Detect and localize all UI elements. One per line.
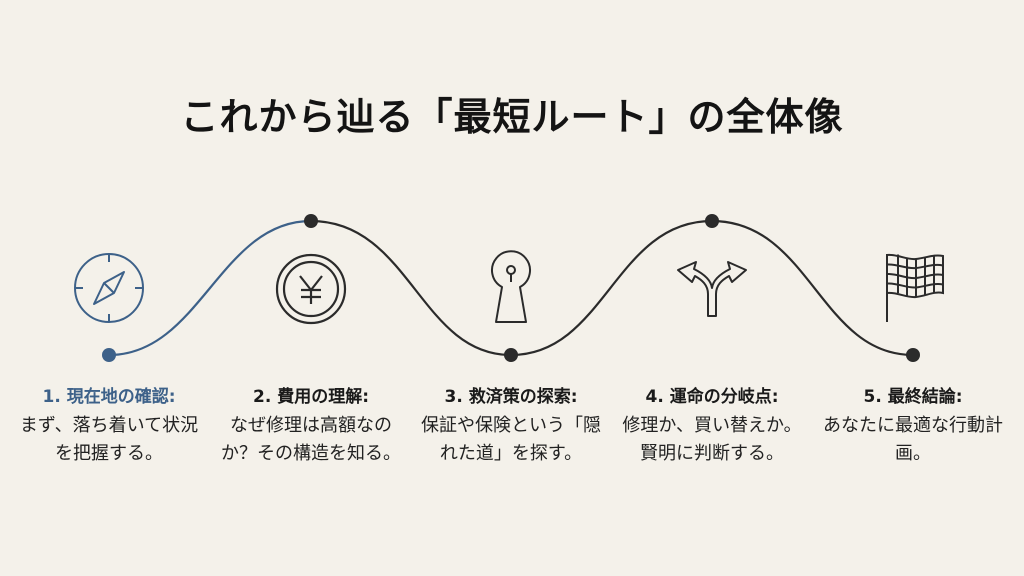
- route-node-2: [304, 214, 318, 228]
- step-2-heading: 2. 費用の理解:: [252, 387, 369, 407]
- step-5-heading: 5. 最終結論:: [863, 387, 963, 407]
- step-5: 5. 最終結論: あなたに最適な行動計画。: [813, 384, 1013, 468]
- checkered-flag-icon: [886, 253, 944, 322]
- step-4-heading: 4. 運命の分岐点:: [645, 387, 779, 407]
- route-node-1: [102, 348, 116, 362]
- keyhole-icon: [491, 250, 531, 323]
- compass-icon: [74, 253, 144, 323]
- step-1-description: まず、落ち着いて状況を把握する。: [19, 415, 199, 464]
- route-node-3: [504, 348, 518, 362]
- step-3-heading: 3. 救済策の探索:: [444, 387, 578, 407]
- step-1: 1. 現在地の確認: まず、落ち着いて状況を把握する。: [9, 384, 209, 468]
- route-node-4: [705, 214, 719, 228]
- step-2: 2. 費用の理解: なぜ修理は高額なのか？その構造を知る。: [211, 384, 411, 468]
- step-2-description: なぜ修理は高額なのか？その構造を知る。: [221, 415, 401, 464]
- fork-arrows-icon: [677, 261, 747, 317]
- step-3-description: 保証や保険という「隠れた道」を探す。: [421, 415, 601, 464]
- step-1-heading: 1. 現在地の確認:: [42, 387, 176, 407]
- route-path-remaining: [310, 219, 914, 357]
- step-4-description: 修理か、買い替えか。賢明に判断する。: [622, 415, 802, 464]
- step-5-description: あなたに最適な行動計画。: [823, 415, 1003, 464]
- yen-coin-icon: [275, 253, 347, 325]
- route-path-completed: [108, 219, 312, 357]
- route-node-5: [906, 348, 920, 362]
- page-title: これから辿る「最短ルート」の全体像: [180, 95, 844, 139]
- step-3: 3. 救済策の探索: 保証や保険という「隠れた道」を探す。: [411, 384, 611, 468]
- step-4: 4. 運命の分岐点: 修理か、買い替えか。賢明に判断する。: [612, 384, 812, 468]
